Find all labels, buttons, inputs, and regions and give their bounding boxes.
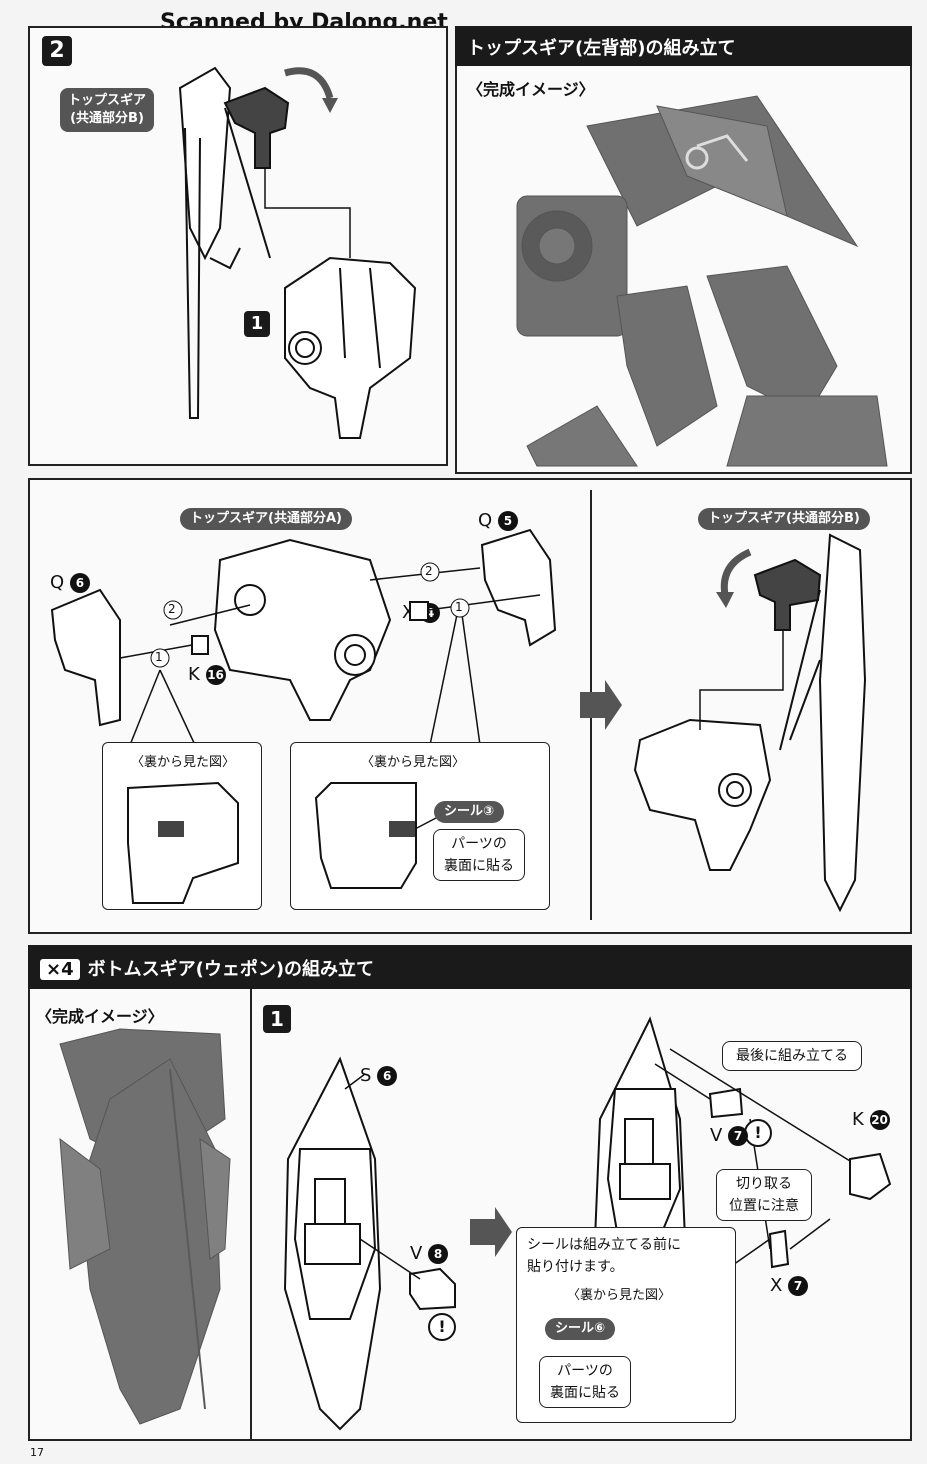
back-view-title: 〈裏から見た図〉	[131, 755, 236, 770]
part-number: 7	[788, 1276, 809, 1296]
seal-instruction-panel: シールは組み立てる前に 貼り付けます。 〈裏から見た図〉 シール⑥ パーツの 裏…	[516, 1227, 736, 1423]
back-view-drawing	[127, 781, 239, 904]
order-step-1-left: 1	[155, 650, 163, 664]
middle-illustration	[50, 528, 867, 913]
part-number: 8	[428, 1244, 449, 1264]
part-number: 6	[69, 573, 90, 593]
part-number: 20	[869, 1110, 890, 1130]
section-header-top-gear-left-back: トップスギア(左背部)の組み立て	[455, 26, 912, 66]
quantity-multiplier: ×4	[40, 959, 80, 980]
bottom-assembly-panel: 〈完成イメージ〉 1 S 6 V 8 !	[28, 989, 912, 1441]
back-view-title: 〈裏から見た図〉	[361, 755, 466, 770]
step-number: 2	[42, 36, 72, 66]
step2-illustration	[178, 66, 417, 439]
completed-image-label: 〈完成イメージ〉	[467, 80, 595, 99]
part-letter: S	[360, 1065, 372, 1086]
completed-image-label-bottom: 〈完成イメージ〉	[36, 1007, 164, 1026]
part-ref-k16: K 16	[188, 664, 226, 685]
stick-note-bottom: パーツの 裏面に貼る	[539, 1356, 631, 1408]
part-ref-q6: Q 6	[50, 572, 90, 593]
seal-before-assembly-note: シールは組み立てる前に 貼り付けます。	[527, 1237, 681, 1275]
part-ref-v8: V 8	[410, 1243, 449, 1264]
part-letter: V	[710, 1125, 723, 1146]
part-number: 5	[497, 511, 518, 531]
step2-panel: 2 トップスギア (共通部分B) 1	[28, 26, 448, 466]
part-tag-common-a: トップスギア(共通部分A)	[180, 508, 352, 530]
caution-icon: !	[428, 1313, 456, 1341]
back-view-panel-left: 〈裏から見た図〉	[102, 742, 262, 910]
part-tag-common-b: トップスギア (共通部分B)	[60, 88, 155, 132]
section-header-bottom-gear: ×4 ボトムスギア(ウェポン)の組み立て	[28, 945, 912, 989]
order-step-1-right: 1	[455, 600, 463, 614]
part-number: 7	[728, 1126, 749, 1146]
substep-number: 1	[244, 311, 270, 337]
header-title: ボトムスギア(ウェポン)の組み立て	[87, 959, 375, 980]
part-ref-q5: Q 5	[478, 510, 518, 531]
completed-render-bottom	[59, 1028, 231, 1425]
order-step-2-left: 2	[168, 602, 176, 616]
part-number: 16	[205, 665, 226, 685]
part-number: 6	[377, 1066, 398, 1086]
part-ref-s6: S 6	[360, 1065, 398, 1086]
completed-render-top	[516, 95, 888, 467]
part-letter: Q	[478, 510, 493, 531]
part-letter: V	[410, 1243, 423, 1264]
assemble-last-note: 最後に組み立てる	[722, 1041, 862, 1071]
completed-image-panel-top: 〈完成イメージ〉	[455, 66, 912, 474]
order-step-2-right: 2	[425, 564, 433, 578]
part-letter: K	[188, 664, 200, 685]
bottom-step-number: 1	[263, 1005, 291, 1033]
seal-6-tag: シール⑥	[545, 1318, 616, 1340]
seal-3-tag: シール③	[434, 801, 505, 823]
cut-position-note: 切り取る 位置に注意	[716, 1169, 812, 1221]
stick-note-middle: パーツの 裏面に貼る	[433, 829, 525, 881]
part-ref-k20: K 20	[852, 1109, 890, 1130]
panel-divider-left	[250, 989, 252, 1439]
part-ref-v7: V 7	[710, 1125, 749, 1146]
middle-assembly-panel: トップスギア(共通部分A) トップスギア(共通部分B) Q 6 Q 5 X 4 …	[28, 478, 912, 934]
page-number: 17	[30, 1446, 44, 1459]
part-letter: X	[770, 1275, 783, 1296]
part-ref-x7: X 7	[770, 1275, 809, 1296]
back-view-title-bottom: 〈裏から見た図〉	[567, 1288, 672, 1303]
back-view-panel-right: 〈裏から見た図〉 シール③ パーツの 裏面に貼る	[290, 742, 550, 910]
part-letter: Q	[50, 572, 65, 593]
part-tag-common-b-mid: トップスギア(共通部分B)	[698, 508, 870, 530]
part-letter: K	[852, 1109, 864, 1130]
back-view-drawing	[314, 782, 437, 889]
caution-icon: !	[744, 1119, 772, 1147]
